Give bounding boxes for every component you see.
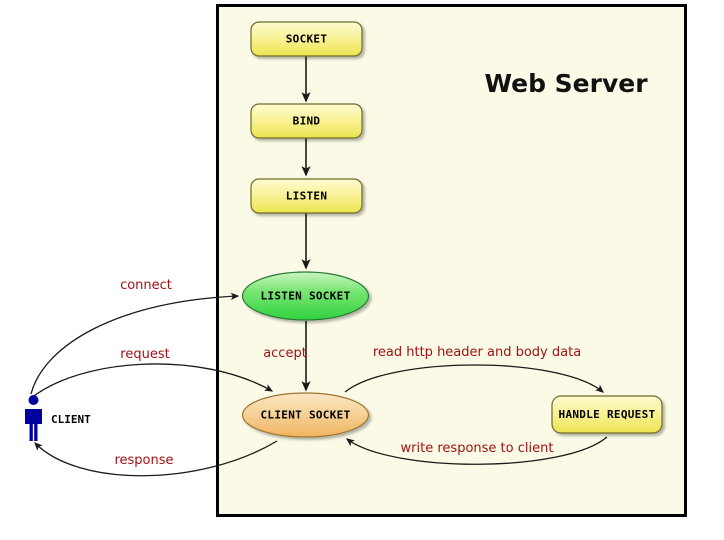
edge-label-write-response: write response to client [401,441,554,456]
node-client-socket[interactable] [241,392,370,438]
edge-label-read-http: read http header and body data [373,345,581,360]
node-label-socket: SOCKET [286,33,328,46]
node-label-client-socket: CLIENT SOCKET [261,409,351,422]
edge-connect: connect [30,278,240,395]
edge-response: response [34,440,278,477]
node-label-listen: LISTEN [286,190,328,203]
edge-request: request [29,347,274,400]
edge-label-connect: connect [120,278,172,293]
client-actor[interactable]: CLIENT [25,395,91,441]
edge-accept: accept [263,321,311,392]
edge-label-accept: accept [263,346,307,361]
node-handle-request[interactable] [551,395,663,434]
node-label-handle-request: HANDLE REQUEST [559,408,656,421]
edge-read-http: read http header and body data [344,345,604,393]
edge-label-request: request [120,347,169,362]
node-socket[interactable] [250,21,363,57]
node-listen-socket[interactable] [241,271,370,321]
client-actor-label: CLIENT [51,413,91,426]
node-listen[interactable] [250,178,363,214]
node-bind[interactable] [250,103,363,139]
node-label-listen-socket: LISTEN SOCKET [261,290,351,303]
edge-label-response: response [114,453,173,468]
edge-write-response: write response to client [345,436,608,465]
person-icon [25,395,42,441]
node-label-bind: BIND [293,115,321,128]
page-title: Web Server [484,69,648,98]
